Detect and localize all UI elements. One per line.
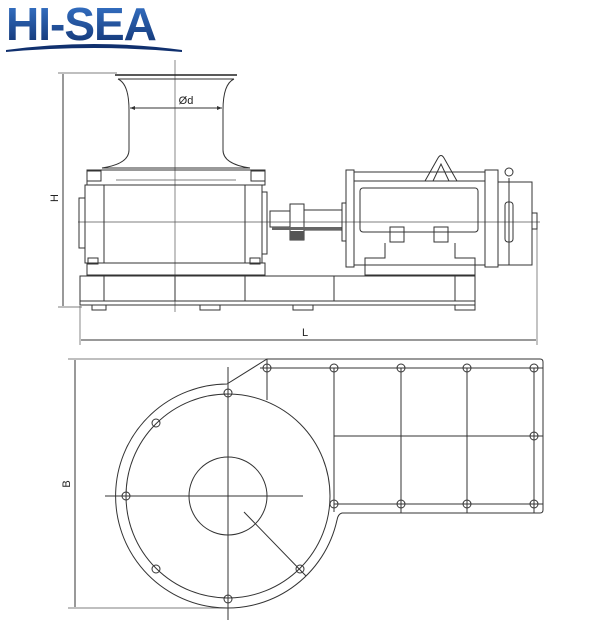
logo-text: HI-SEA xyxy=(6,0,156,50)
gearbox xyxy=(84,184,263,264)
base-plate-outline xyxy=(115,358,544,609)
logo-swoosh xyxy=(6,44,182,52)
elevation-view: H L Ød xyxy=(49,60,540,345)
bolt-holes xyxy=(121,363,539,604)
electric-motor xyxy=(341,155,538,276)
length-label: L xyxy=(302,327,308,339)
base-frame xyxy=(79,275,476,306)
height-label: H xyxy=(49,194,61,202)
plan-view: B xyxy=(61,358,544,620)
width-label: B xyxy=(61,480,73,487)
capstan-drum xyxy=(101,78,251,169)
drum-diameter-label: Ød xyxy=(179,95,194,107)
lifting-eye xyxy=(424,155,458,182)
hi-sea-logo: HI-SEA xyxy=(6,0,182,52)
